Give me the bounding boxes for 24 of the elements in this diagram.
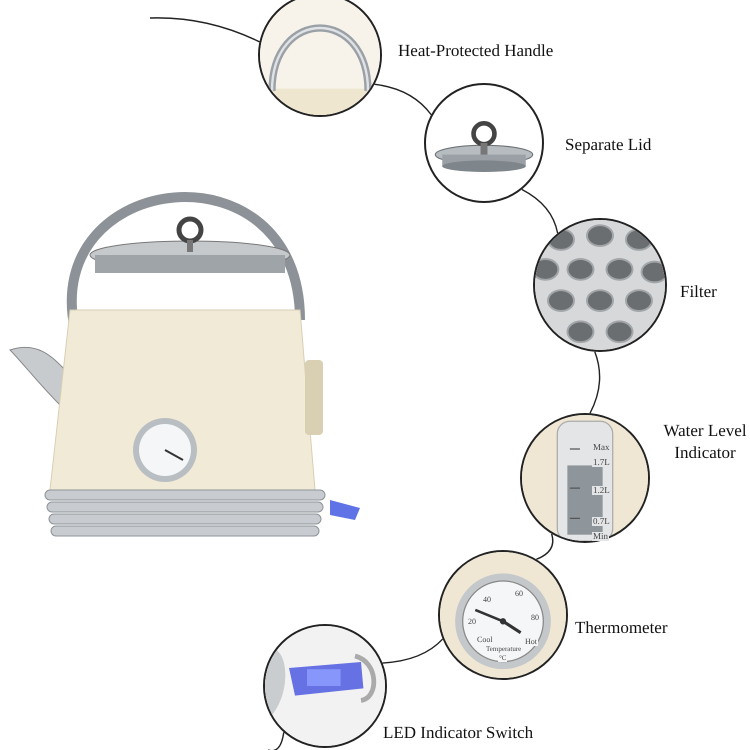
connector-line [589, 352, 600, 414]
connector-line [522, 188, 558, 234]
scale-mark-text: 60 [514, 590, 524, 598]
scale-mark-text: 20 [467, 618, 477, 626]
scale-mark-text: 80 [530, 614, 540, 622]
connector-line [382, 638, 444, 664]
feature-label: Heat-Protected Handle [398, 40, 554, 62]
feature-label: LED Indicator Switch [383, 722, 534, 744]
connector-line [374, 84, 432, 116]
scale-mark-text: 40 [482, 596, 492, 604]
scale-mark-text: 1.2L [592, 486, 611, 495]
scale-mark-text: Hot [524, 638, 538, 646]
connector-line [150, 17, 260, 42]
scale-mark-text: Max [592, 443, 610, 452]
scale-mark-text: Min [592, 532, 610, 541]
connector-line [268, 732, 284, 750]
connector-line [536, 534, 554, 560]
feature-label: Filter [680, 281, 718, 303]
feature-label: Water Level Indicator [662, 420, 748, 464]
scale-mark-text: Cool [476, 636, 494, 644]
scale-mark-text: 1.7L [592, 458, 611, 467]
scale-mark-text: 0.7L [592, 517, 611, 526]
feature-label: Thermometer [575, 617, 669, 639]
feature-label: Separate Lid [565, 134, 652, 156]
